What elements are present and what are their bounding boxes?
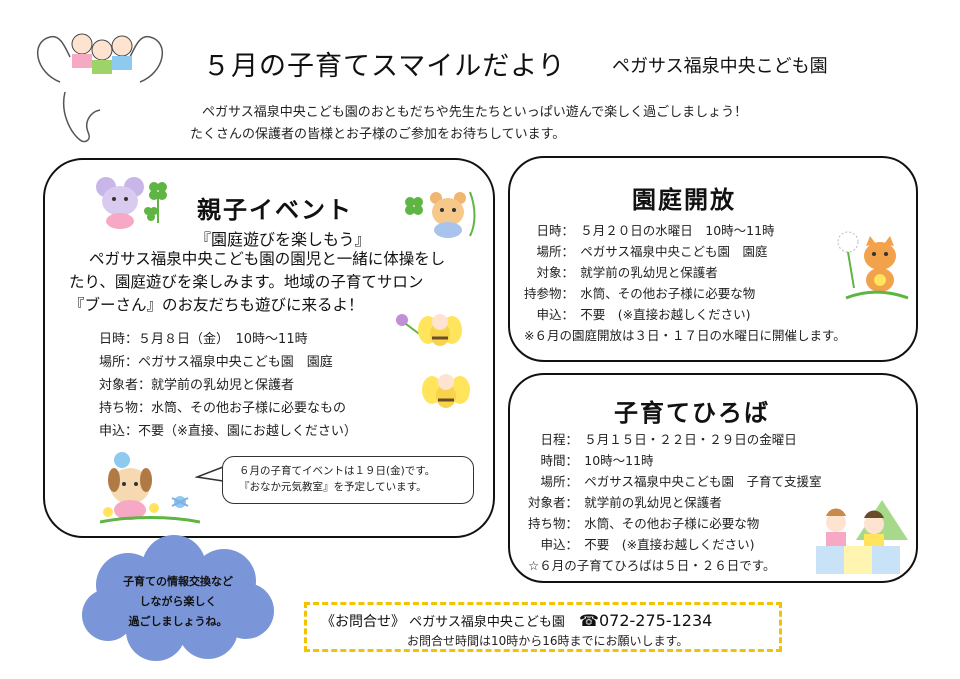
garden-note: ※６月の園庭開放は３日・１７日の水曜日に開催します。: [524, 328, 846, 343]
event-belongings: 持ち物：水筒、その他お子様に必要なもの: [99, 401, 347, 416]
event-subtitle: 『園庭遊びを楽しもう』: [195, 230, 371, 249]
mouse-clover-icon: [96, 177, 167, 229]
event-date: 日時：５月８日（金） 10時～11時: [99, 332, 308, 347]
contact-label: 《お問合せ》: [321, 614, 405, 630]
contact-org: ペガサス福泉中央こども園: [409, 615, 565, 630]
contact-line: 《お問合せ》 ペガサス福泉中央こども園 ☎072-275-1234: [321, 611, 712, 631]
garden-belongings: 持参物： 水筒、その他お子様に必要な物: [524, 286, 756, 301]
event-description-line: 『ブーさん』のお友だちも遊びに来るよ！: [69, 296, 364, 314]
event-application: 申込：不要（※直接、園にお越しください）: [99, 424, 357, 439]
cloud-shape-icon: [82, 535, 274, 661]
hiroba-application: 申込： 不要 (※直接お越しください): [528, 537, 755, 552]
speech-bubble: ６月の子育てイベントは１９日(金)です。 『おなか元気教室』を予定しています。: [222, 456, 474, 504]
speech-bubble-tail: [195, 466, 224, 482]
bubble-line: 『おなか元気教室』を予定しています。: [239, 481, 427, 493]
event-details: 日時：５月８日（金） 10時～11時 場所：ペガサス福泉中央こども園 園庭 対象…: [99, 328, 357, 443]
contact-box: 《お問合せ》 ペガサス福泉中央こども園 ☎072-275-1234 お問合せ時間…: [304, 602, 782, 652]
garden-application: 申込： 不要 (※直接お越しください): [524, 307, 751, 322]
dog-flower-icon: [100, 452, 200, 524]
hiroba-note: ☆６月の子育てひろばは５日・２６日です。: [528, 558, 776, 573]
contact-hours: お問合せ時間は10時から16時までにお願いします。: [407, 634, 689, 648]
garden-title: 園庭開放: [632, 186, 736, 214]
intro-line: たくさんの保護者の皆様とお子様のご参加をお待ちしています。: [190, 127, 566, 142]
event-target: 対象者：就学前の乳幼児と保護者: [99, 378, 295, 393]
garden-date: 日時： ５月２０日の水曜日 10時～11時: [524, 223, 775, 238]
hiroba-schedule: 日程： ５月１５日・２２日・２９日の金曜日: [528, 432, 797, 447]
page-title: ５月の子育てスマイルだより: [203, 51, 566, 82]
event-description-line: たり、園庭遊びを楽しみます。地域の子育てサロン: [69, 273, 424, 291]
bee-icon: [422, 374, 470, 408]
hiroba-belongings: 持ち物： 水筒、その他お子様に必要な物: [528, 516, 760, 531]
hiroba-place: 場所： ペガサス福泉中央こども園 子育て支援室: [528, 474, 822, 489]
hiroba-title: 子育てひろば: [614, 399, 770, 427]
event-title: 親子イベント: [197, 196, 353, 224]
pegasus-logo-icon: [36, 33, 164, 143]
cat-dandelion-icon: [837, 231, 909, 300]
intro-text: ペガサス福泉中央こども園のおともだちや先生たちといっぱい遊んで楽しく過ごしましょ…: [190, 102, 747, 146]
bee-flower-icon: [396, 314, 462, 346]
event-description-line: ペガサス福泉中央こども園の園児と一緒に体操をし: [89, 250, 446, 268]
bear-clover-icon: [405, 191, 476, 238]
organization-name: ペガサス福泉中央こども園: [612, 56, 828, 77]
intro-line: ペガサス福泉中央こども園のおともだちや先生たちといっぱい遊んで楽しく過ごしましょ…: [202, 105, 748, 120]
cloud-message: 子育ての情報交換など しながら楽しく 過ごしましょうね。: [78, 572, 278, 632]
garden-target: 対象： 就学前の乳幼児と保護者: [524, 265, 718, 280]
hiroba-details: 日程： ５月１５日・２２日・２９日の金曜日 時間： 10時～11時 場所： ペガ…: [528, 429, 822, 576]
garden-place: 場所： ペガサス福泉中央こども園 園庭: [524, 244, 768, 259]
garden-details: 日時： ５月２０日の水曜日 10時～11時 場所： ペガサス福泉中央こども園 園…: [524, 220, 846, 346]
cloud-line: しながら楽しく: [139, 595, 217, 608]
bubble-line: ６月の子育てイベントは１９日(金)です。: [239, 465, 436, 477]
cloud-line: 過ごしましょうね。: [128, 615, 228, 628]
event-place: 場所：ペガサス福泉中央こども園 園庭: [99, 355, 333, 370]
contact-phone[interactable]: ☎072-275-1234: [579, 611, 713, 630]
children-playing-icon: [816, 500, 908, 574]
event-description: ペガサス福泉中央こども園の園児と一緒に体操をし たり、園庭遊びを楽しみます。地域…: [69, 248, 479, 317]
cloud-line: 子育ての情報交換など: [123, 575, 233, 588]
hiroba-time: 時間： 10時～11時: [528, 453, 654, 468]
hiroba-target: 対象者： 就学前の乳幼児と保護者: [528, 495, 722, 510]
